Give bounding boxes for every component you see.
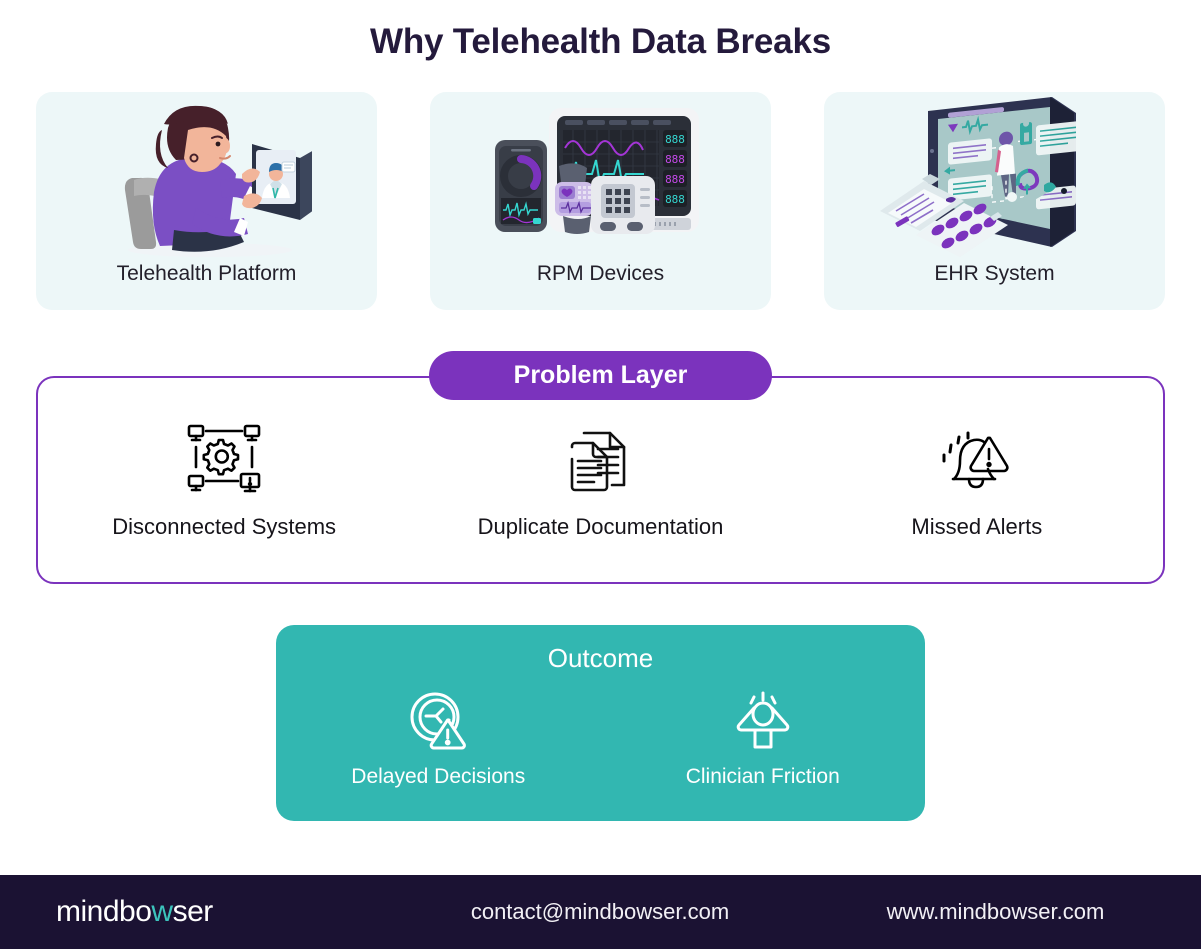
svg-text:888: 888	[665, 133, 685, 146]
svg-text:888: 888	[665, 153, 685, 166]
duplicate-documents-icon	[564, 420, 636, 498]
footer-bar: mindbowser contact@mindbowser.com www.mi…	[0, 875, 1201, 949]
clock-warning-icon	[407, 687, 469, 753]
patient-video-consult-illustration	[77, 100, 337, 260]
logo-text-part2: ser	[172, 895, 214, 928]
source-cards-row: Telehealth Platform	[36, 92, 1165, 310]
outcome-item-delayed-decisions[interactable]: Delayed Decisions	[276, 687, 601, 789]
outcome-title: Outcome	[547, 643, 654, 673]
mindbowser-logo[interactable]: mindbowser	[0, 895, 400, 929]
footer-email[interactable]: contact@mindbowser.com	[470, 899, 730, 924]
problem-item-label: Duplicate Documentation	[477, 514, 724, 539]
logo-text-part1: mindbo	[56, 895, 152, 928]
outcome-item-label: Delayed Decisions	[351, 765, 526, 788]
svg-text:888: 888	[665, 193, 685, 206]
footer-website[interactable]: www.mindbowser.com	[886, 899, 1105, 924]
page-title: Why Telehealth Data Breaks	[370, 22, 831, 61]
problem-item-duplicate-documentation[interactable]: Duplicate Documentation	[412, 420, 788, 560]
problem-layer-badge: Problem Layer	[429, 351, 772, 400]
remote-patient-monitoring-devices-illustration: 888 888 888 888	[471, 100, 731, 260]
problem-item-disconnected-systems[interactable]: Disconnected Systems	[36, 420, 412, 560]
outcome-items: Delayed Decisions	[276, 687, 925, 789]
problem-layer-items: Disconnected Systems	[36, 420, 1165, 560]
bell-warning-icon	[940, 420, 1014, 498]
disconnected-network-gear-icon	[184, 420, 264, 498]
problem-item-label: Missed Alerts	[911, 514, 1043, 539]
source-card-label: RPM Devices	[536, 262, 665, 285]
svg-text:888: 888	[665, 173, 685, 186]
outcome-item-clinician-friction[interactable]: Clinician Friction	[601, 687, 926, 789]
source-card-ehr-system[interactable]: EHR System	[824, 92, 1165, 310]
outcome-card: Outcome Delayed Decisions	[276, 625, 925, 821]
problem-item-missed-alerts[interactable]: Missed Alerts	[789, 420, 1165, 560]
source-card-label: EHR System	[934, 262, 1055, 285]
problem-item-label: Disconnected Systems	[112, 514, 337, 539]
source-card-rpm-devices[interactable]: 888 888 888 888	[430, 92, 771, 310]
stressed-person-icon	[730, 687, 796, 753]
source-card-label: Telehealth Platform	[116, 262, 297, 285]
outcome-item-label: Clinician Friction	[685, 765, 840, 788]
problem-layer-badge-label: Problem Layer	[513, 361, 688, 389]
logo-accent-letter: w	[151, 895, 173, 928]
ehr-tablet-dashboard-illustration	[865, 97, 1125, 260]
source-card-telehealth-platform[interactable]: Telehealth Platform	[36, 92, 377, 310]
